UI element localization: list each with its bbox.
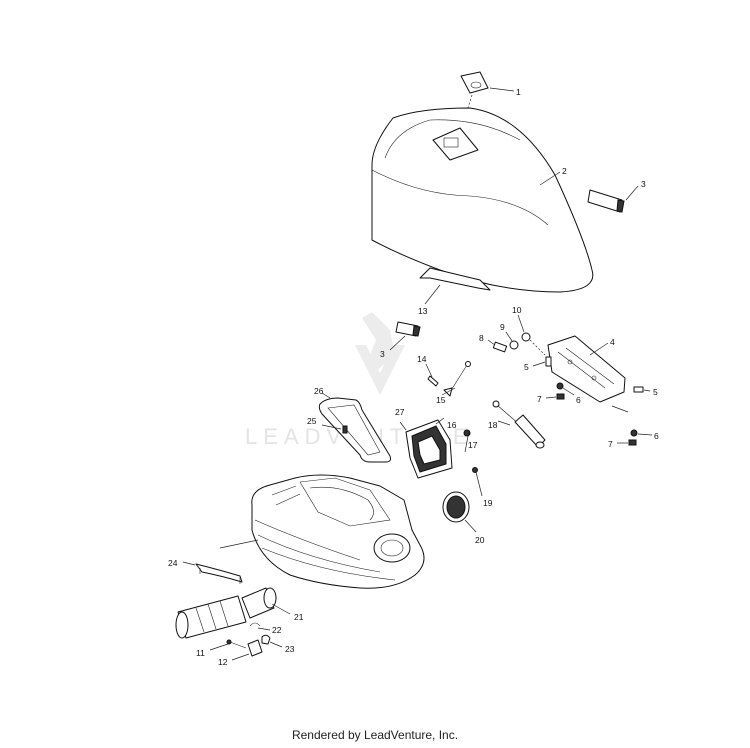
callout-6b: 6 [654, 431, 659, 441]
leader-5a [532, 361, 546, 367]
part-3-strip-top [587, 189, 625, 213]
callout-6a: 6 [576, 395, 581, 405]
leader-21 [269, 641, 283, 648]
leader-6a [562, 387, 575, 396]
callout-9: 9 [500, 322, 505, 332]
callout-20: 22 [272, 625, 282, 635]
leader-15 [464, 430, 470, 453]
main-console-body [251, 474, 425, 589]
leader-7a [545, 396, 557, 399]
part-20-clip [249, 622, 261, 627]
callout-5a: 5 [524, 362, 529, 372]
callout-10: 10 [512, 305, 522, 315]
callout-12: 14 [417, 354, 427, 364]
leader-3a [625, 185, 639, 201]
leader-24b [219, 539, 259, 549]
leader-24 [182, 561, 196, 566]
leader-1 [489, 87, 515, 92]
callout-14: 16 [447, 420, 457, 430]
callout-22: 12 [218, 657, 228, 667]
leader-19 [271, 603, 291, 615]
leader-10 [517, 314, 525, 333]
leader-16 [497, 420, 511, 426]
leader-8 [487, 339, 496, 346]
callout-19: 21 [294, 612, 304, 622]
part-16-strut [492, 400, 546, 449]
leader-17 [475, 471, 483, 497]
part-24-handle [195, 563, 243, 584]
part-11-bracket [419, 267, 491, 291]
leader-6b [637, 433, 653, 436]
callout-26: 26 [314, 386, 324, 396]
leader-27 [399, 421, 407, 431]
leader-4 [589, 342, 609, 356]
part-9-washer [509, 340, 519, 350]
leader-23 [209, 643, 229, 651]
callout-2: 2 [562, 166, 567, 176]
part-4-hinge [547, 335, 626, 403]
part-21-clip [261, 634, 271, 645]
part-23-screw [226, 639, 247, 649]
callout-11: 13 [418, 306, 428, 316]
leader-18 [464, 519, 477, 533]
leader-10b [529, 339, 546, 356]
callout-24: 24 [168, 558, 178, 568]
pin-line [611, 405, 629, 413]
callout-3b: 3 [380, 349, 385, 359]
callout-7b: 7 [608, 439, 613, 449]
callout-27: 27 [395, 407, 405, 417]
callout-15: 17 [468, 440, 478, 450]
part-5-screw-right [633, 386, 644, 393]
callout-16: 18 [488, 420, 498, 430]
part-10-nut [521, 332, 531, 342]
part-26-frame [318, 397, 391, 463]
callout-18: 20 [475, 535, 485, 545]
part-12-pin [427, 375, 439, 387]
part-7-washer-right [628, 439, 637, 446]
part-18-cap [442, 491, 470, 523]
footer-credit: Rendered by LeadVenture, Inc. [291, 728, 459, 742]
leader-2 [539, 171, 561, 186]
part-17-screw [472, 467, 478, 473]
part-6-nut-right [630, 429, 638, 437]
leader-26 [321, 392, 331, 399]
part-5-screw-left [545, 356, 552, 367]
leader-22 [231, 653, 250, 661]
leader-9 [505, 331, 513, 342]
callout-21: 23 [285, 644, 295, 654]
part-15-screw [463, 429, 471, 437]
callout-8: 8 [479, 333, 484, 343]
part-2-hood [371, 107, 594, 293]
leader-11 [424, 284, 441, 305]
part-1-plate [460, 71, 489, 94]
leader-13 [441, 387, 456, 396]
callout-7a: 7 [537, 394, 542, 404]
part-8-bolt [492, 341, 508, 353]
callout-3a: 3 [641, 179, 646, 189]
leader-14 [435, 417, 445, 425]
leader-5b [643, 389, 651, 392]
callout-23: 11 [196, 648, 205, 658]
part-22-bracket [247, 639, 263, 657]
leader-12 [425, 363, 433, 378]
part-3-strip-lower [395, 321, 421, 337]
callout-13: 15 [436, 395, 446, 405]
part-25-screw [342, 425, 348, 434]
part-7-washer-left [556, 393, 565, 400]
part-19-tube [175, 587, 277, 639]
callout-4: 4 [610, 337, 615, 347]
callout-5b: 5 [653, 387, 658, 397]
part-14-panel [405, 419, 453, 479]
leader-3b [389, 335, 406, 351]
part-6-nut-left [556, 382, 564, 390]
leader-25 [321, 424, 342, 430]
callout-17: 19 [483, 498, 493, 508]
leader-20 [257, 627, 271, 631]
callout-25: 25 [307, 416, 317, 426]
callout-1: 1 [516, 87, 521, 97]
part-13-cable [443, 361, 471, 397]
